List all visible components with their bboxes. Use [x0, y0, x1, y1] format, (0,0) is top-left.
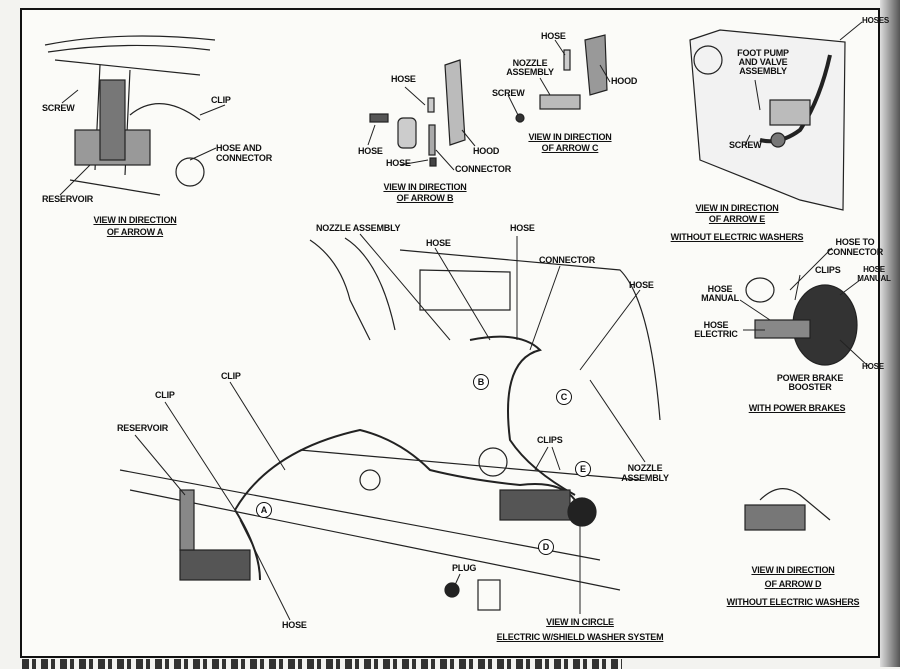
label-hose-manual: HOSE	[863, 265, 885, 274]
caption-view-in-circle: VIEW IN CIRCLE	[546, 617, 614, 627]
caption-view-b-2: OF ARROW B	[396, 193, 454, 203]
view-c-drawing	[515, 34, 608, 123]
label-hose-electric: HOSE	[703, 320, 729, 330]
label-hoses: HOSES	[862, 16, 890, 25]
caption-view-d-3: WITHOUT ELECTRIC WASHERS	[726, 597, 860, 607]
caption-view-c-2: OF ARROW C	[541, 143, 599, 153]
label-clips: CLIPS	[537, 435, 563, 445]
label-hood: HOOD	[611, 76, 638, 86]
label-power-brake-booster: POWER BRAKE	[776, 373, 844, 383]
caption-power-brakes: WITH POWER BRAKES	[748, 403, 846, 413]
label-foot-pump-3: ASSEMBLY	[739, 66, 787, 76]
label-nozzle-assembly-2: ASSEMBLY	[621, 473, 669, 483]
main-drawing	[119, 237, 661, 611]
leader-lines	[59, 21, 869, 621]
label-foot-pump: FOOT PUMP	[737, 48, 789, 58]
label-hose-and-connector-2: CONNECTOR	[216, 153, 273, 163]
label-hose-manual: HOSE	[707, 284, 733, 294]
caption-view-d: VIEW IN DIRECTION	[751, 565, 835, 575]
caption-view-a-2: OF ARROW A	[106, 227, 164, 237]
label-clip: CLIP	[221, 371, 241, 381]
label-screw: SCREW	[729, 140, 762, 150]
label-hood: HOOD	[473, 146, 500, 156]
caption-view-d-2: OF ARROW D	[764, 579, 822, 589]
label-hose: HOSE	[629, 280, 654, 290]
label-screw: SCREW	[492, 88, 525, 98]
label-nozzle-assembly-2: ASSEMBLY	[506, 67, 554, 77]
caption-view-b: VIEW IN DIRECTION	[383, 182, 467, 192]
label-hose-manual-2: MANUAL	[857, 274, 891, 283]
view-d-drawing	[744, 488, 831, 531]
page-edge-shadow	[880, 0, 900, 667]
label-nozzle-assembly: NOZZLE	[627, 463, 663, 473]
label-hose-manual-2: MANUAL	[701, 293, 739, 303]
label-hose: HOSE	[541, 31, 566, 41]
caption-view-a: VIEW IN DIRECTION	[93, 215, 177, 225]
label-hose: HOSE	[391, 74, 416, 84]
label-clips: CLIPS	[815, 265, 841, 275]
view-a-drawing	[44, 35, 216, 196]
arrow-d-marker: D	[538, 539, 554, 555]
caption-view-e-2: OF ARROW E	[708, 214, 766, 224]
label-power-brake-booster-2: BOOSTER	[788, 382, 832, 392]
label-hose-electric-2: ELECTRIC	[694, 329, 738, 339]
label-reservoir: RESERVOIR	[117, 423, 169, 433]
label-foot-pump-2: AND VALVE	[738, 57, 788, 67]
label-screw: SCREW	[42, 103, 75, 113]
label-nozzle-assembly: NOZZLE ASSEMBLY	[316, 223, 401, 233]
label-hose: HOSE	[510, 223, 535, 233]
caption-view-c: VIEW IN DIRECTION	[528, 132, 612, 142]
label-connector: CONNECTOR	[539, 255, 596, 265]
view-b-drawing	[369, 59, 466, 167]
label-hose: HOSE	[282, 620, 307, 630]
arrow-c-marker: C	[556, 389, 572, 405]
label-clip: CLIP	[211, 95, 231, 105]
label-plug: PLUG	[452, 563, 477, 573]
cropped-caption-text	[22, 659, 622, 669]
label-hose-to-connector-2: CONNECTOR	[826, 247, 884, 257]
label-hose: HOSE	[358, 146, 383, 156]
arrow-b-marker: B	[473, 374, 489, 390]
arrow-e-marker: E	[575, 461, 591, 477]
view-e-drawing	[689, 29, 846, 211]
label-connector: CONNECTOR	[455, 164, 512, 174]
power-brakes-drawing	[745, 277, 858, 366]
arrow-a-marker: A	[256, 502, 272, 518]
label-reservoir: RESERVOIR	[42, 194, 94, 204]
label-hose-and-connector: HOSE AND	[216, 143, 262, 153]
label-clip: CLIP	[155, 390, 175, 400]
label-hose: HOSE	[426, 238, 451, 248]
label-hose: HOSE	[862, 362, 884, 371]
caption-electric-washer-system: ELECTRIC W/SHIELD WASHER SYSTEM	[496, 632, 664, 642]
label-nozzle-assembly: NOZZLE	[512, 58, 548, 68]
label-hose-to-connector: HOSE TO	[835, 237, 875, 247]
label-hose: HOSE	[386, 158, 411, 168]
caption-view-e: VIEW IN DIRECTION	[695, 203, 779, 213]
caption-view-e-3: WITHOUT ELECTRIC WASHERS	[670, 232, 804, 242]
